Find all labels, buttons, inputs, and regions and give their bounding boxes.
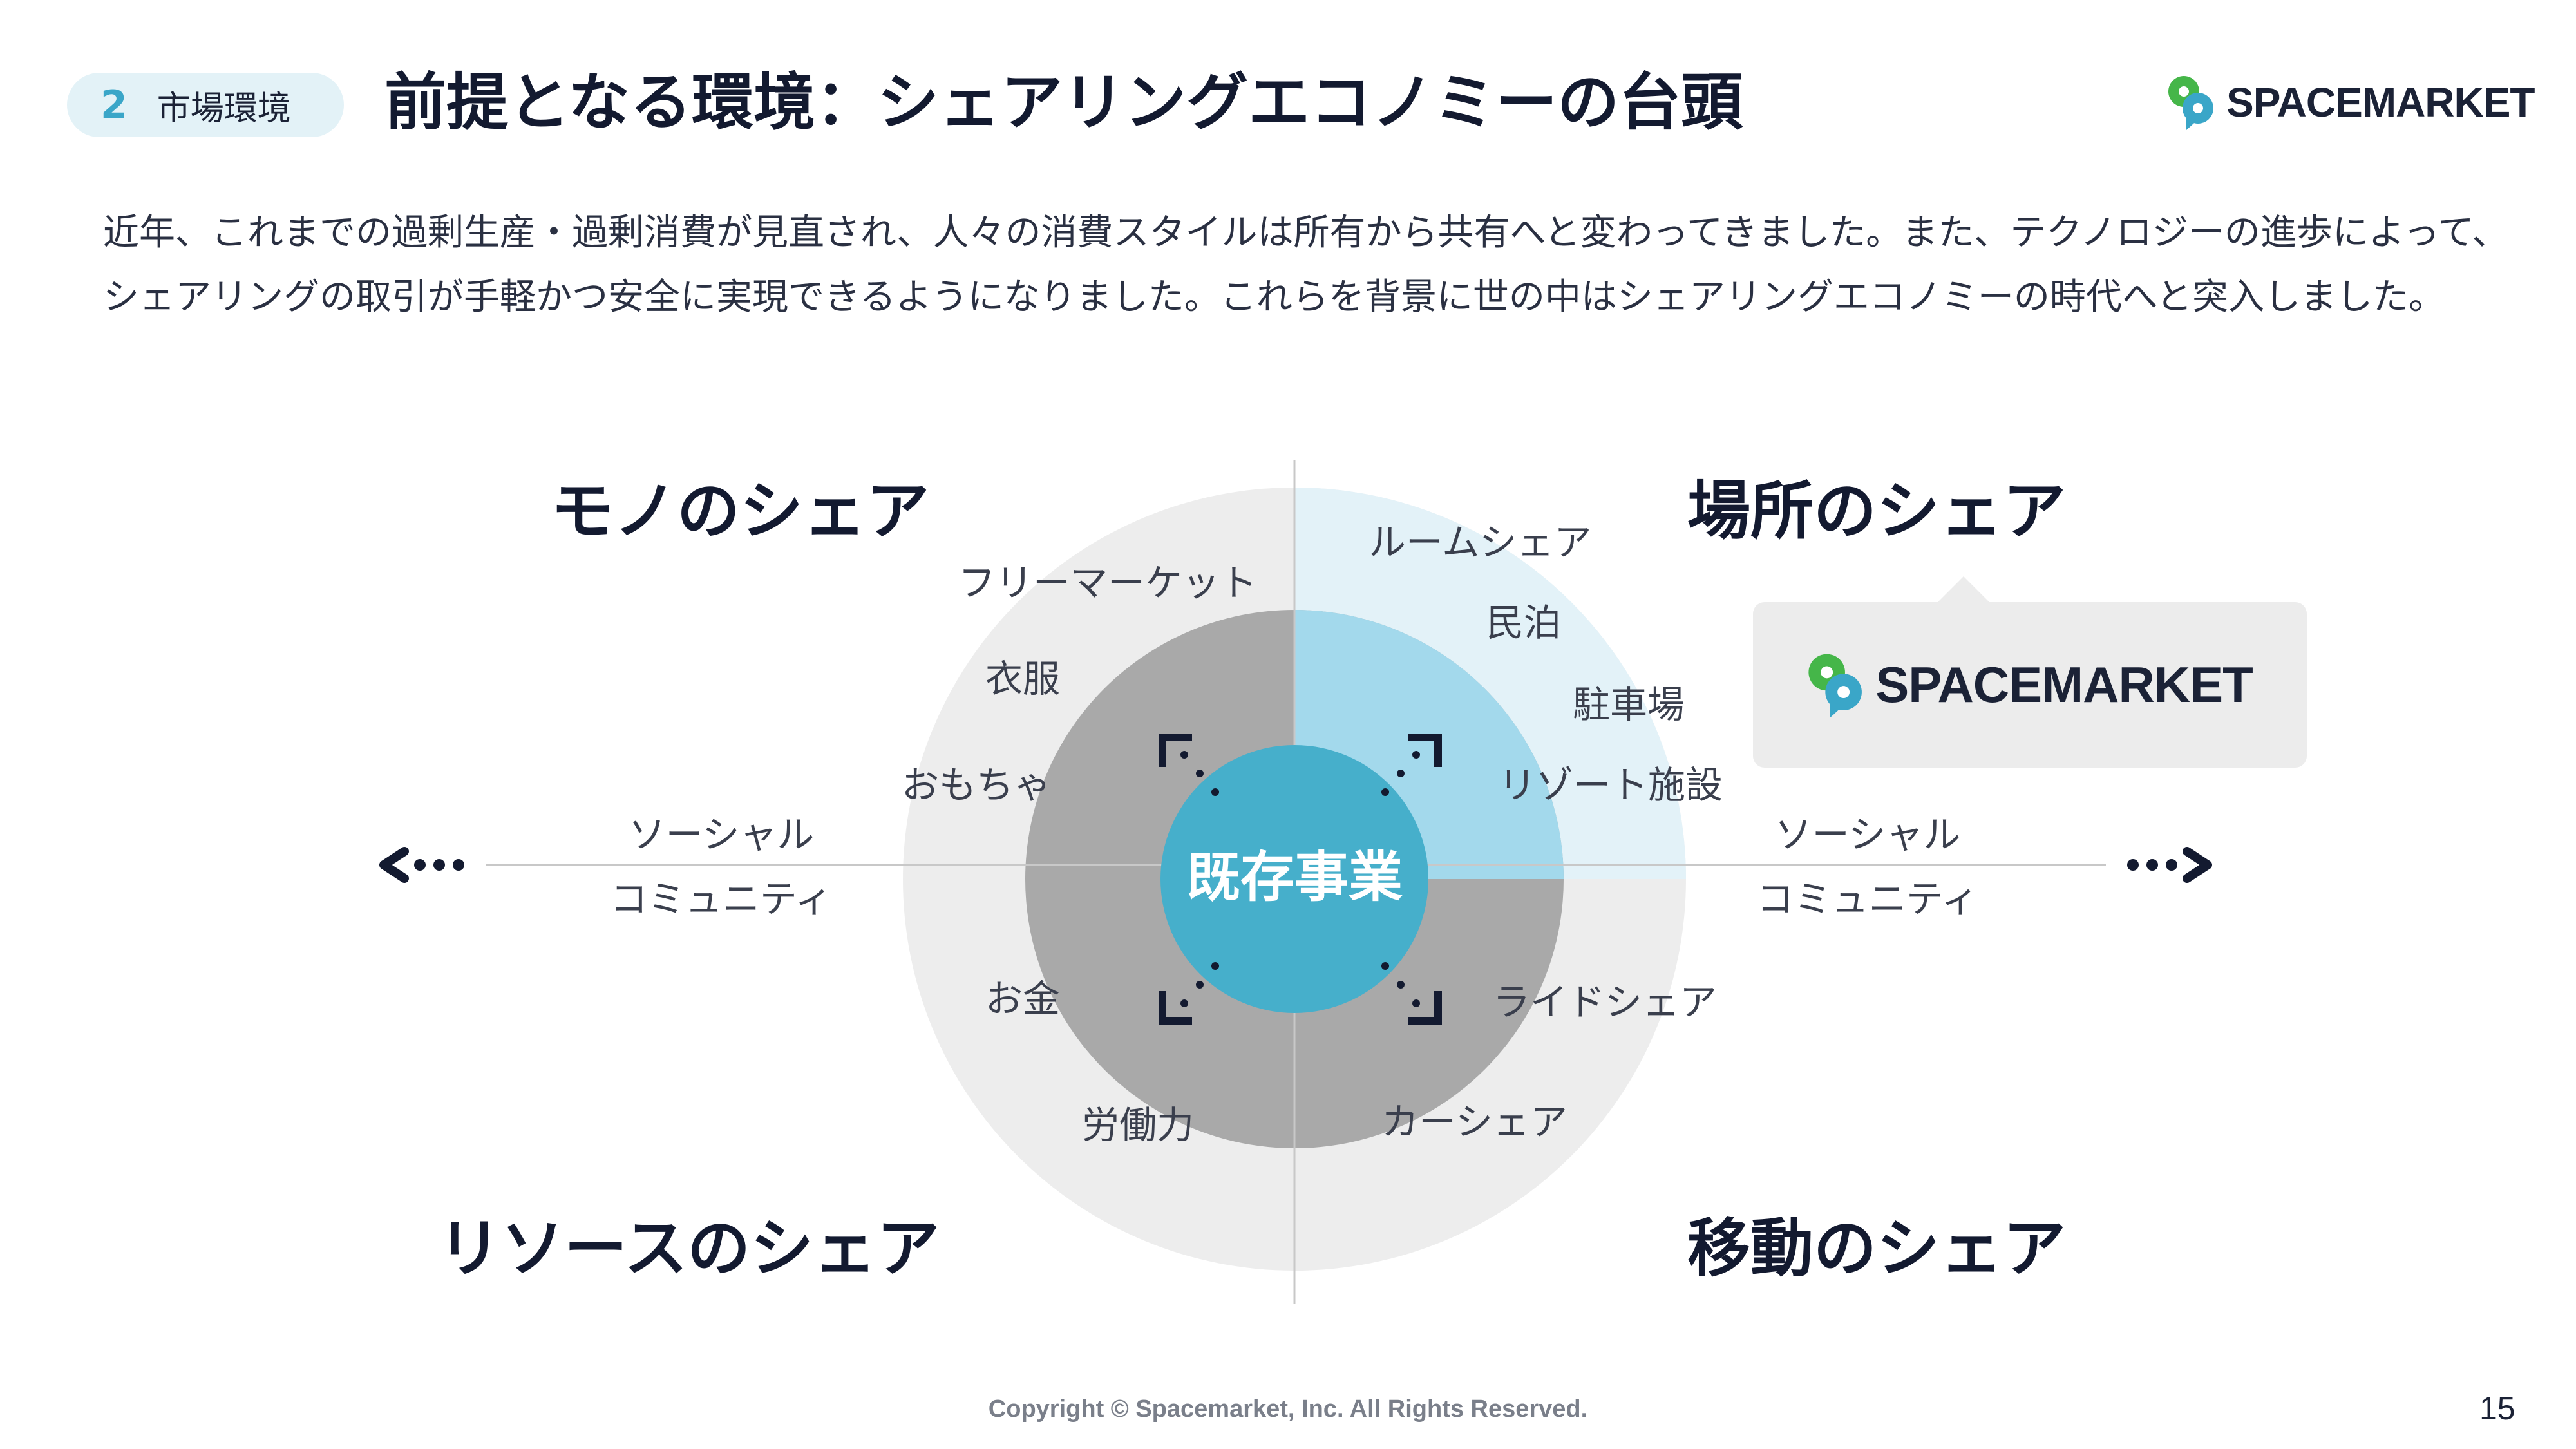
quadrant-title-place: 場所のシェア [1687,475,2067,548]
bracket-top-right-icon [1408,734,1442,767]
item-money: お金 [985,977,1061,1021]
page-title: 前提となる環境：シェアリングエコノミーの台頭 [384,66,1743,138]
arrow-right-icon [2127,847,2212,883]
item-labor: 労働力 [1082,1103,1195,1147]
spacemarket-logo-icon [1808,654,1862,718]
section-number: 2 [100,82,128,128]
header-logo: SPACEMARKET [2167,72,2535,133]
axis-left-label-1: ソーシャル [628,813,815,857]
item-resort: リゾート施設 [1499,763,1723,807]
axis-right-label-1: ソーシャル [1774,813,1961,857]
axis-right-label-2: コミュニティ [1756,877,1979,921]
item-flea-market: フリーマーケット [958,561,1258,605]
page-number: 15 [2479,1390,2515,1426]
item-minpaku: 民泊 [1486,601,1562,645]
item-toys: おもちゃ [902,763,1052,807]
core-business-label: 既存事業 [1186,846,1403,909]
quadrant-title-goods: モノのシェア [551,475,930,548]
callout-logo-text: SPACEMARKET [1875,656,2253,713]
bracket-top-left-icon [1159,734,1192,767]
intro-line-2: シェアリングの取引が手軽かつ安全に実現できるようになりました。これらを背景に世の… [103,276,2445,318]
callout-logo: SPACEMARKET [1807,649,2253,721]
logo-text: SPACEMARKET [2226,79,2535,126]
spacemarket-logo-icon [2168,76,2213,130]
intro-line-1: 近年、これまでの過剰生産・過剰消費が見直され、人々の消費スタイルは所有から共有へ… [103,212,2508,254]
item-parking: 駐車場 [1573,683,1685,726]
section-label: 市場環境 [156,89,291,128]
spacemarket-callout: SPACEMARKET [1753,576,2307,768]
bracket-bottom-right-icon [1408,991,1442,1025]
bracket-bottom-left-icon [1159,991,1192,1025]
quadrant-title-mobility: 移動のシェア [1687,1212,2067,1285]
copyright: Copyright © Spacemarket, Inc. All Rights… [988,1396,1588,1423]
quadrant-title-resource: リソースのシェア [438,1212,940,1285]
section-badge: 2 市場環境 [67,73,344,137]
item-ride-share: ライドシェア [1493,980,1718,1024]
core-circle [1160,745,1428,1013]
item-clothes: 衣服 [985,657,1061,701]
item-room-share: ルームシェア [1368,520,1592,564]
item-car-share: カーシェア [1381,1100,1567,1144]
arrow-left-icon [379,847,464,883]
axis-left-label-2: コミュニティ [610,877,833,921]
